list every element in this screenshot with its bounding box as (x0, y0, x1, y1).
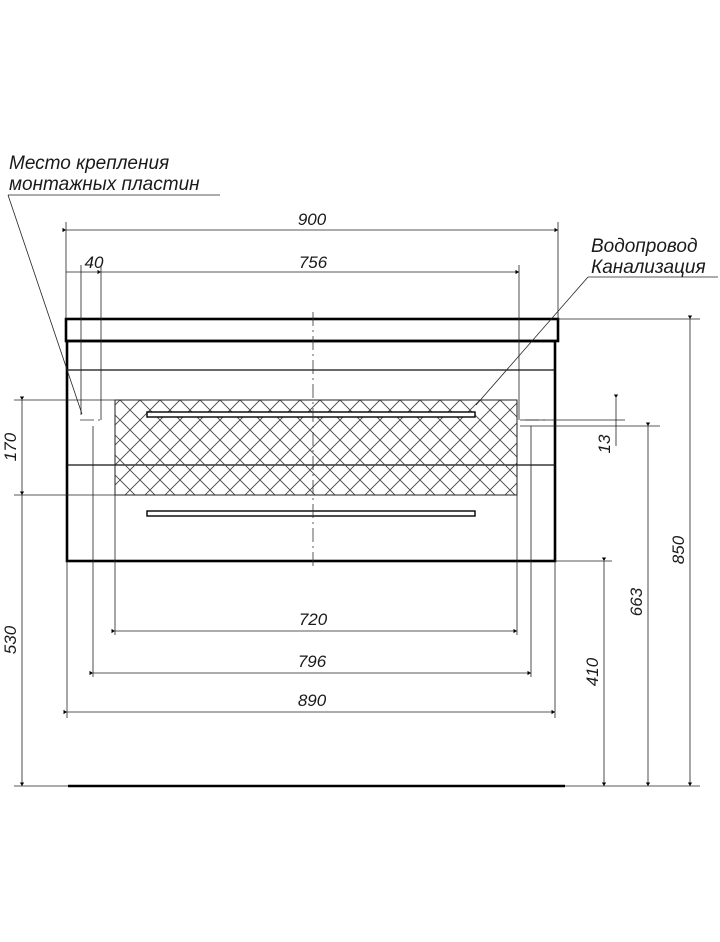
water-supply-label: Водопровод (591, 236, 697, 257)
dim-text-410: 410 (583, 657, 602, 686)
dim-text-756: 756 (299, 253, 328, 272)
dim-text-530: 530 (1, 625, 20, 654)
cabinet-body (65, 339, 557, 563)
upper-handle (146, 411, 476, 418)
dim-text-663: 663 (627, 587, 646, 616)
dim-text-40: 40 (85, 253, 104, 272)
mounting-callout-line2: монтажных пластин (9, 174, 200, 195)
mounting-callout-line1: Место крепления (9, 153, 169, 174)
plumbing-leader (475, 276, 589, 406)
lower-handle (146, 510, 476, 517)
dim-text-720: 720 (299, 610, 328, 629)
mounting-leader (7, 194, 83, 415)
dim-text-170: 170 (1, 432, 20, 461)
sewer-label: Канализация (591, 257, 706, 278)
dim-text-850: 850 (669, 535, 688, 564)
dim-text-796: 796 (298, 652, 327, 671)
countertop (64, 317, 560, 343)
dim-text-13: 13 (595, 434, 614, 453)
dim-text-900: 900 (298, 210, 327, 229)
dim-text-890: 890 (298, 691, 327, 710)
